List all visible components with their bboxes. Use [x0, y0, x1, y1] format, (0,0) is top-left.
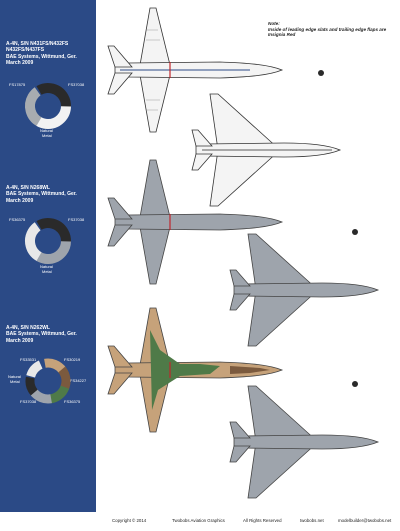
footer-company: Twobobs Aviation Graphics [172, 518, 225, 523]
color-swatch-ring-2 [24, 218, 71, 264]
aircraft-1-underside [191, 93, 341, 207]
aircraft-3-underside [229, 385, 379, 499]
swatch-label-1c: Natural [40, 128, 53, 133]
probe-tip-1 [318, 70, 324, 76]
note-block: Note: Inside of leading edge slats and t… [268, 21, 396, 38]
profile-1-line-2: N432FS/N437FS [6, 47, 45, 54]
swatch-label-2b: FS37038 [68, 217, 85, 222]
profile-2-line-3: March 2009 [6, 197, 34, 204]
swatch-label-2c: Natural [40, 264, 53, 269]
swatch-label-3a: FS33531 [20, 357, 37, 362]
profile-1-caption: A-4N, S/N N431FS/N432FS N432FS/N437FS BA… [6, 41, 94, 67]
swatch-label-1d: Metal [42, 133, 52, 138]
footer-email: modelbuilder@twobobs.net [338, 518, 392, 523]
profile-1-line-4: March 2009 [6, 60, 34, 67]
swatch-label-1b: FS37038 [68, 82, 85, 87]
aircraft-3-top-view [107, 307, 283, 433]
probe-tip-3 [352, 381, 358, 387]
probe-tip-2 [352, 229, 358, 235]
footer-site: twobobs.net [300, 518, 324, 523]
profile-1-line-3: BAE Systems, Wittmund, Ger. [6, 53, 77, 60]
profile-3-line-2: BAE Systems, Wittmund, Ger. [6, 331, 77, 338]
footer-copyright: Copyright © 2014 [112, 518, 147, 523]
swatch-label-2a: FS36375 [9, 217, 26, 222]
swatch-label-2d: Metal [42, 269, 52, 274]
aircraft-2-side-view [229, 233, 379, 347]
aircraft-1-top-view [107, 7, 283, 133]
swatch-label-3g: FS36375 [64, 399, 81, 404]
footer-bar [0, 512, 400, 531]
swatch-label-3e: FS34227 [70, 378, 87, 383]
note-text: Inside of leading edge slats and trailin… [268, 26, 387, 38]
note-title: Note: [268, 21, 280, 26]
color-swatch-ring-3 [25, 358, 71, 404]
swatch-label-3f: FS37038 [20, 399, 37, 404]
profile-3-line-1: A-4N, S/N N262WL [6, 325, 50, 331]
profile-2-caption: A-4N, S/N N268WL BAE Systems, Wittmund, … [6, 185, 94, 204]
aircraft-2-top-view [107, 159, 283, 285]
profile-3-caption: A-4N, S/N N262WL BAE Systems, Wittmund, … [6, 325, 94, 344]
swatch-label-3b: FS30219 [64, 357, 81, 362]
color-swatch-ring-1 [25, 83, 71, 129]
swatch-label-3c: Natural [8, 374, 21, 379]
profile-2-line-2: BAE Systems, Wittmund, Ger. [6, 191, 77, 198]
swatch-label-1a: FS17875 [9, 82, 26, 87]
profile-1-line-1: A-4N, S/N N431FS/N432FS [6, 41, 69, 47]
footer-rights: All Rights Reserved [243, 518, 282, 523]
profile-2-line-1: A-4N, S/N N268WL [6, 185, 50, 191]
profile-3-line-3: March 2009 [6, 337, 34, 344]
swatch-label-3d: Metal [10, 379, 20, 384]
